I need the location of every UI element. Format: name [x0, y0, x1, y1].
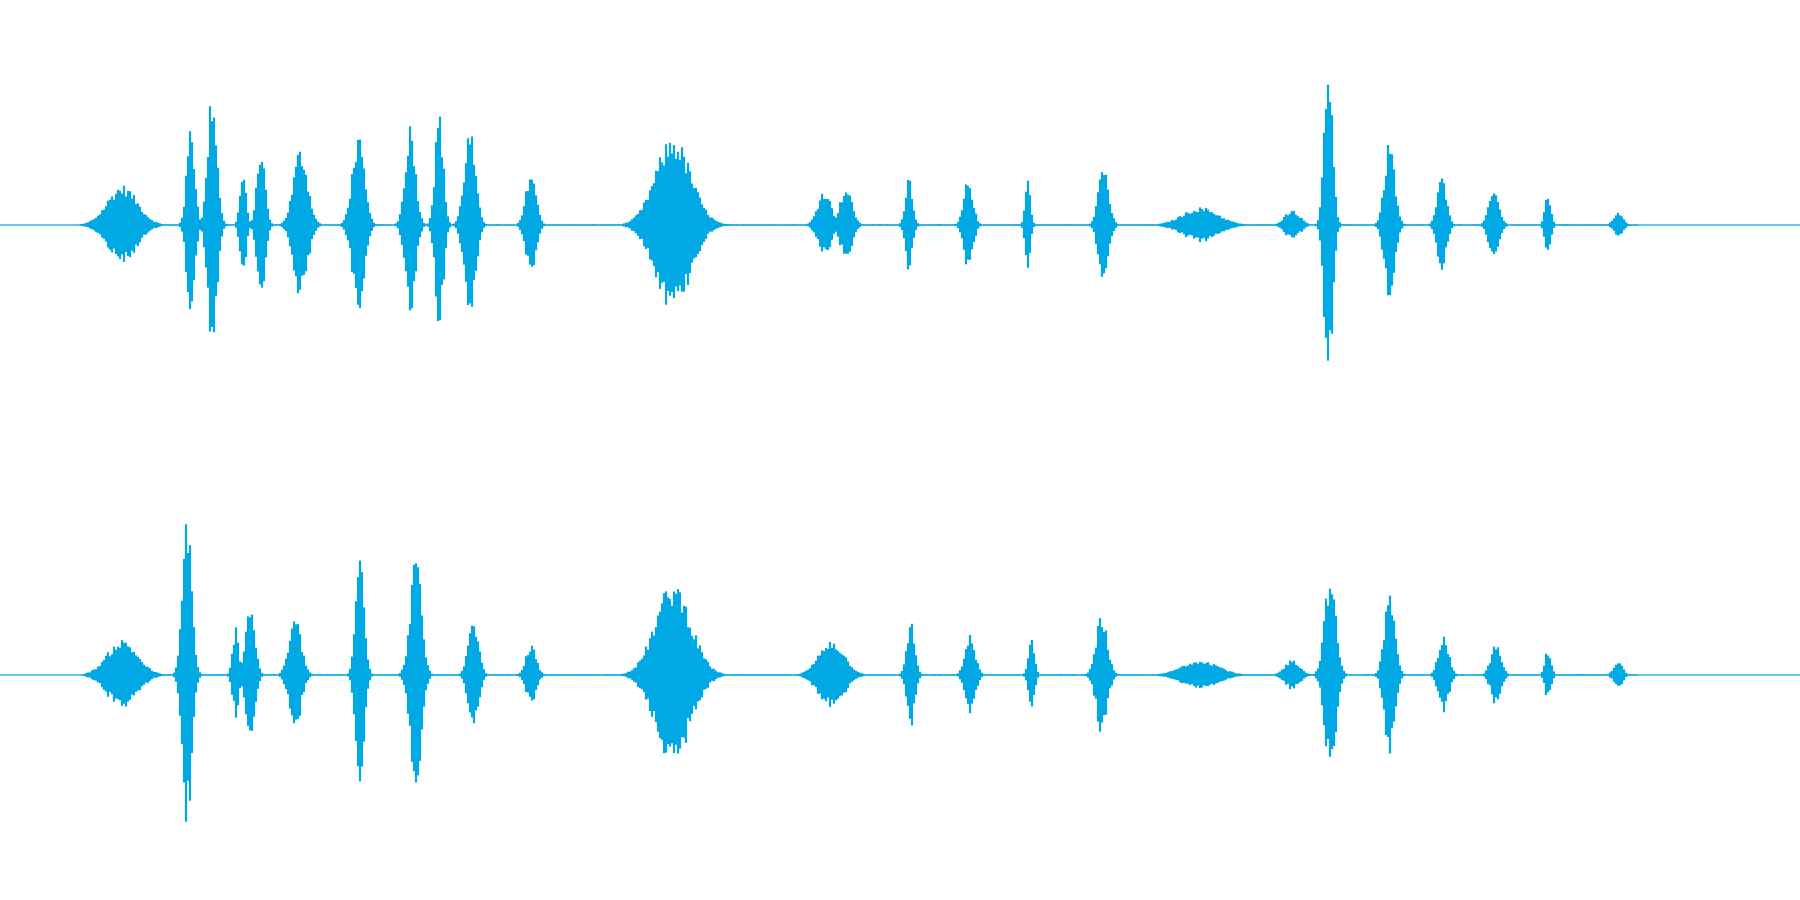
- waveform-channel-left: [0, 84, 1800, 361]
- waveform-envelope: [78, 84, 1638, 361]
- waveform-envelope: [80, 524, 1638, 822]
- waveform-channel-right: [0, 524, 1800, 822]
